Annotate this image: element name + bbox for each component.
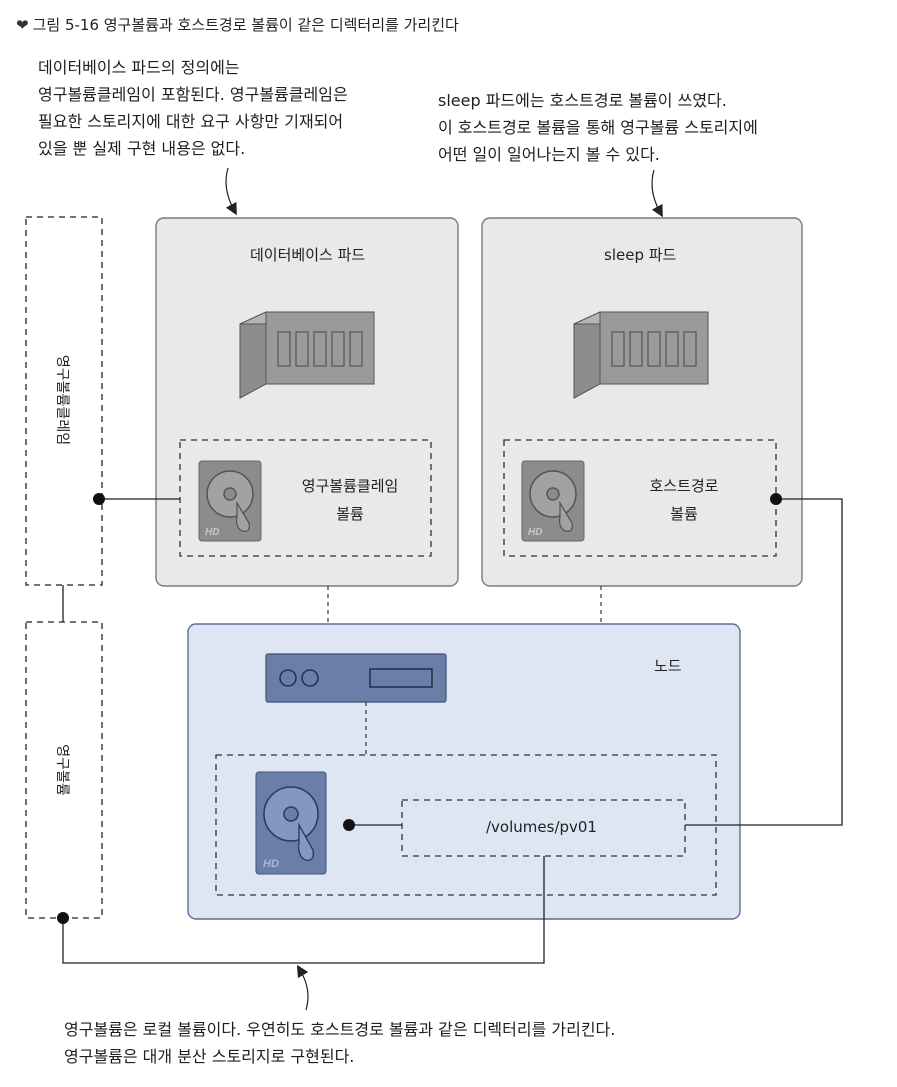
annotation-arrow — [296, 964, 309, 1011]
database-pod-title: 데이터베이스 파드 — [250, 246, 366, 264]
annotation-pvc: 데이터베이스 파드의 정의에는 영구볼륨클레임이 포함된다. 영구볼륨클레임은 … — [38, 54, 348, 162]
annotation-pvc-line: 필요한 스토리지에 대한 요구 사항만 기재되어 — [38, 112, 344, 131]
figure-caption: ❤그림 5-16 영구볼륨과 호스트경로 볼륨이 같은 디렉터리를 가리킨다 — [16, 14, 459, 35]
annotation-pv-line: 영구볼륨은 로컬 볼륨이다. 우연히도 호스트경로 볼륨과 같은 디렉터리를 가… — [64, 1020, 616, 1039]
annotation-pvc-line: 데이터베이스 파드의 정의에는 — [38, 58, 240, 77]
connector-dot — [770, 493, 782, 505]
annotation-pvc-line: 영구볼륨클레임이 포함된다. 영구볼륨클레임은 — [38, 85, 348, 104]
pv-label: 영구볼륨 — [54, 744, 70, 796]
svg-text:HD: HD — [263, 858, 279, 870]
hostpath-volume-label: 호스트경로 볼륨 — [604, 472, 764, 528]
pvc-label: 영구볼륨클레임 — [54, 354, 70, 446]
hostpath-volume-label-line2: 볼륨 — [670, 505, 698, 523]
hard-disk-icon: HD — [255, 771, 327, 875]
annotation-hostpath-line: sleep 파드에는 호스트경로 볼륨이 쓰였다. — [438, 91, 727, 110]
connector-dot — [93, 493, 105, 505]
hard-disk-icon: HD — [521, 460, 585, 542]
pvc-volume-label-line1: 영구볼륨클레임 — [301, 477, 399, 495]
hostpath-volume-label-line1: 호스트경로 — [649, 477, 719, 495]
pvc-volume-label: 영구볼륨클레임 볼륨 — [270, 472, 430, 528]
sleep-pod-title: sleep 파드 — [604, 246, 677, 264]
node-title: 노드 — [654, 657, 682, 675]
figure-caption-text: 그림 5-16 영구볼륨과 호스트경로 볼륨이 같은 디렉터리를 가리킨다 — [32, 16, 459, 34]
container-icon — [239, 311, 375, 399]
annotation-arrow — [225, 167, 237, 216]
pvc-volume-box — [179, 439, 432, 557]
annotation-arrow — [651, 169, 663, 218]
volume-path: /volumes/pv01 — [486, 818, 597, 836]
annotation-pv: 영구볼륨은 로컬 볼륨이다. 우연히도 호스트경로 볼륨과 같은 디렉터리를 가… — [64, 1016, 615, 1070]
node-storage-box — [215, 754, 717, 896]
svg-text:HD: HD — [528, 527, 542, 538]
annotation-hostpath-line: 이 호스트경로 볼륨을 통해 영구볼륨 스토리지에 — [438, 118, 758, 137]
svg-text:HD: HD — [205, 527, 219, 538]
annotation-hostpath-line: 어떤 일이 일어나는지 볼 수 있다. — [438, 145, 660, 164]
hard-disk-icon: HD — [198, 460, 262, 542]
annotation-pvc-line: 있을 뿐 실제 구현 내용은 없다. — [38, 139, 246, 158]
connector-dot — [343, 819, 355, 831]
container-icon — [573, 311, 709, 399]
path-box — [401, 799, 686, 857]
pvc-box — [25, 216, 103, 586]
connector-dot — [57, 912, 69, 924]
server-icon — [265, 653, 447, 703]
pv-path-line — [62, 856, 545, 964]
hostpath-path-line — [685, 498, 843, 826]
annotation-hostpath: sleep 파드에는 호스트경로 볼륨이 쓰였다. 이 호스트경로 볼륨을 통해… — [438, 87, 758, 168]
heart-icon: ❤ — [16, 16, 29, 34]
annotation-pv-line: 영구볼륨은 대개 분산 스토리지로 구현된다. — [64, 1047, 355, 1066]
pvc-volume-label-line2: 볼륨 — [336, 505, 364, 523]
